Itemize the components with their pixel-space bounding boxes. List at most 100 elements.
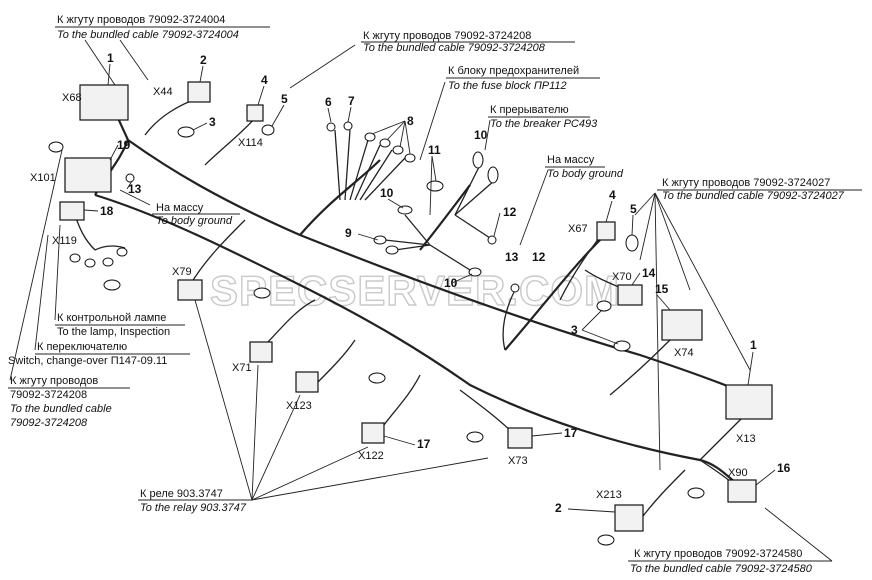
part-12-top: 12 [503,205,517,219]
connector-labels: X68 X44 X114 X101 X119 X79 X71 X123 X122… [30,86,756,501]
connector-x44 [187,81,211,103]
fuse-block-fan [334,129,496,271]
part-8: 8 [407,114,414,128]
connector-x74 [661,309,703,341]
part-6: 6 [325,95,332,109]
label-x71: X71 [232,362,252,374]
label-x68: X68 [62,92,82,104]
part-2-top: 2 [200,53,207,67]
callout-en-breaker: To the breaker РС493 [490,118,598,130]
connector-x79 [177,279,203,301]
leader-lines [9,39,833,562]
callout-ru-3724004: К жгуту проводов 79092-3724004 [57,14,225,26]
wire-x71 [264,299,316,346]
connector-x101 [64,157,112,193]
part-16: 16 [777,461,791,475]
part-10-bottom: 10 [444,276,458,290]
part-17-right: 17 [564,426,578,440]
part-4-top: 4 [261,73,268,87]
callout-en-ground-right: To body ground [547,168,624,180]
connector-x114 [246,104,264,122]
wire-x79 [189,219,246,286]
main-bundle-lower [94,193,746,491]
bundle-branch-mid [419,184,471,251]
bundle-branch-fuse [299,159,381,236]
callout-ru-ground-left: На массу [156,202,204,214]
label-x44: X44 [153,86,173,98]
callout-ru-3724208: К жгуту проводов 79092-3724208 [363,30,531,42]
label-x119: X119 [52,235,77,247]
wire-x122 [379,374,421,431]
callout-en-fuse-block: To the fuse block ПР112 [448,80,567,92]
label-x123: X123 [286,400,312,412]
callout-ru-3724208-left-2: 79092-3724208 [10,389,87,401]
callout-en-switch: Switch, change-over П147-09.11 [8,355,167,367]
part-12-right: 12 [532,250,546,264]
part-numbers: 1 2 3 4 5 6 7 8 19 13 18 11 10 10 12 9 1… [100,51,791,515]
watermark: SPECSERVER.COM [210,267,620,314]
label-x114: X114 [238,137,263,149]
part-15: 15 [655,282,669,296]
callout-en-3724208: To the bundled cable 79092-3724208 [363,42,546,54]
part-19: 19 [117,138,131,152]
connector-x13 [725,384,773,420]
wire-x123 [314,339,356,386]
callout-en-ground-left: To body ground [156,215,233,227]
part-18: 18 [100,204,114,218]
part-1-top: 1 [107,51,114,65]
label-x73: X73 [508,455,528,467]
part-13-right: 13 [505,250,519,264]
connector-x122 [361,422,385,444]
label-x74: X74 [674,347,694,359]
label-x70: X70 [612,271,632,283]
connector-x123 [295,371,319,393]
connector-x67 [596,221,616,241]
connector-x119 [59,201,85,221]
part-17-left: 17 [417,437,431,451]
connector-x68 [79,84,129,121]
part-3-top: 3 [209,115,216,129]
part-4-right: 4 [609,188,616,202]
callout-ru-3724208-left-1: К жгуту проводов [10,375,98,387]
wire-x213 [639,469,686,521]
callout-ru-ground-right: На массу [547,154,595,166]
callout-en-lamp: To the lamp, Inspection [57,326,170,338]
callout-ru-lamp: К контрольной лампе [57,312,166,324]
part-9: 9 [345,226,352,240]
label-x122: X122 [358,450,384,462]
part-2-bottom: 2 [555,501,562,515]
part-14: 14 [642,266,656,280]
wire-ground-13 [502,289,516,351]
callout-en-3724208-left-1: To the bundled cable [10,403,112,415]
callout-en-3724004: To the bundled cable 79092-3724004 [57,29,239,41]
part-13-left: 13 [128,182,142,196]
label-x79: X79 [172,266,192,278]
part-11: 11 [428,143,441,157]
callout-ru-breaker: К прерывателю [490,104,569,116]
terminals [48,121,705,546]
label-x90: X90 [728,467,748,479]
part-1-right: 1 [750,338,757,352]
callout-en-relay: To the relay 903.3747 [140,502,247,514]
part-10-top: 10 [474,128,488,142]
label-x13: X13 [736,433,756,445]
part-7: 7 [348,94,355,108]
connector-x73 [507,427,533,449]
wire-x114 [204,117,256,166]
callout-ru-relay: К реле 903.3747 [140,488,223,500]
callout-en-3724580: To the bundled cable 79092-3724580 [630,563,813,575]
main-bundle-trunk [127,139,761,401]
label-x101: X101 [30,172,56,184]
connector-x70 [617,284,643,306]
callout-ru-3724580: К жгуту проводов 79092-3724580 [634,548,802,560]
wire-x73 [459,389,516,436]
callout-en-3724208-left-2: 79092-3724208 [10,417,88,429]
callout-ru-fuse-block: К блоку предохранителей [448,65,579,77]
part-5-top: 5 [281,92,288,106]
callout-ru-switch: К переключателю [37,341,127,353]
part-5-right: 5 [630,202,637,216]
label-x67: X67 [568,223,588,235]
part-10-mid: 10 [380,186,394,200]
